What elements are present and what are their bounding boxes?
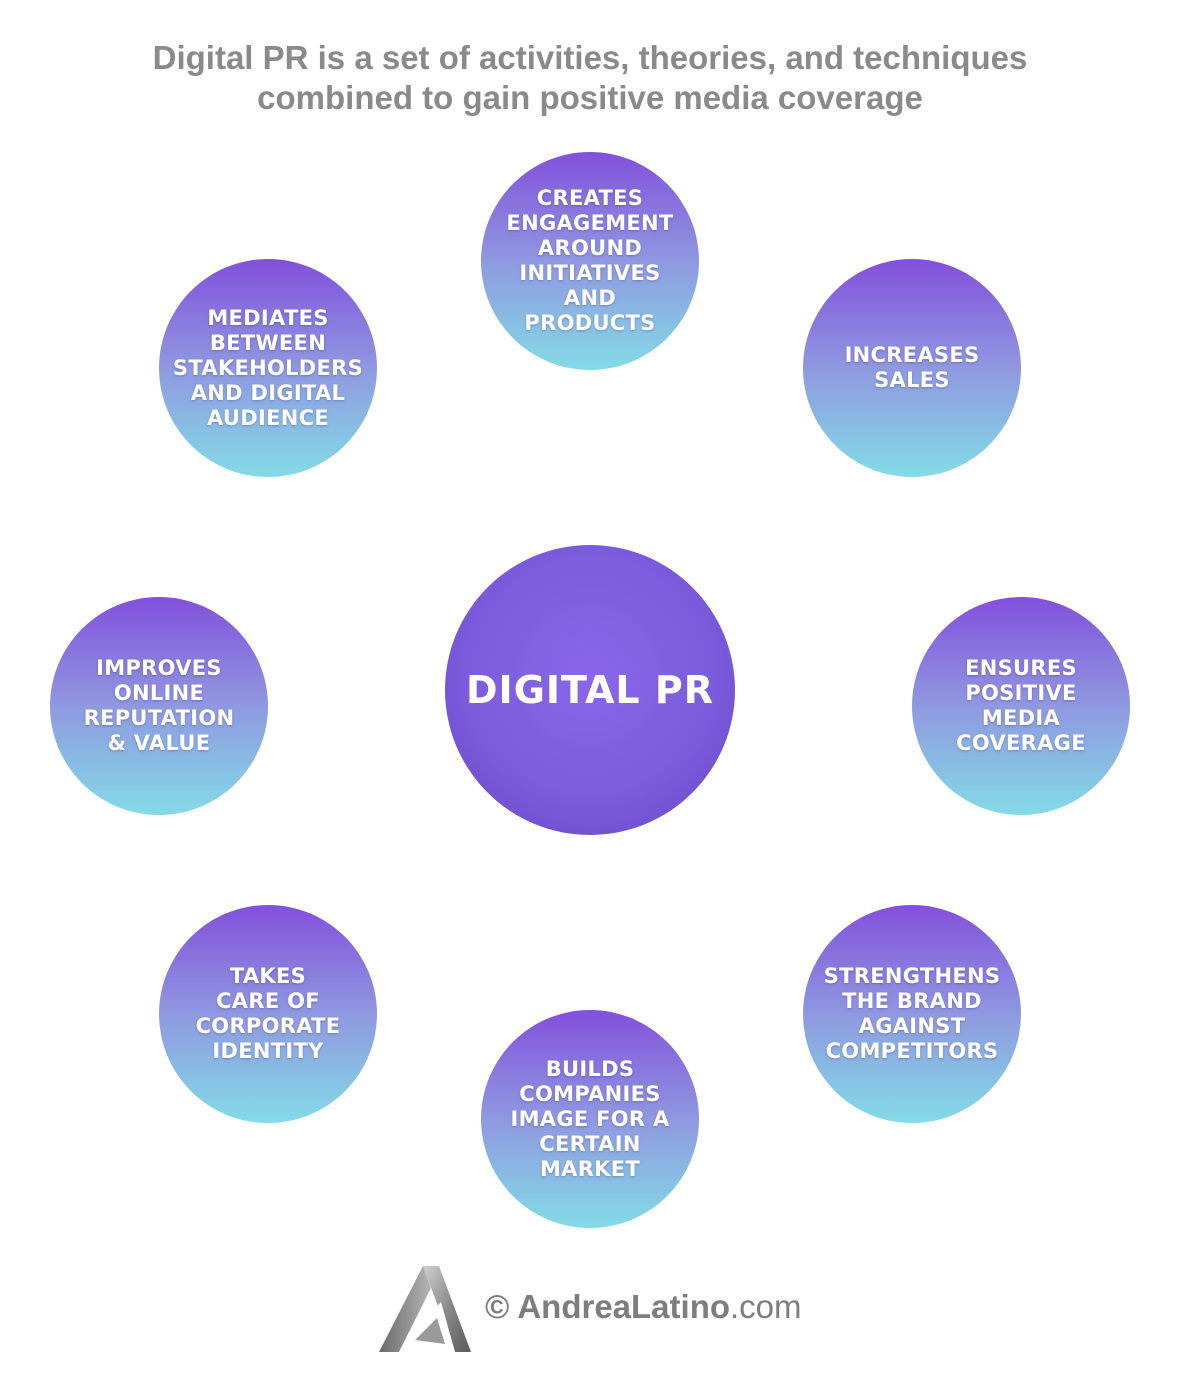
node-line: AUDIENCE (207, 405, 329, 430)
brand-domain: .com (730, 1288, 802, 1325)
node-line: ENGAGEMENT (506, 211, 674, 235)
node-line: COMPANIES (519, 1081, 661, 1106)
node-increases-sales: INCREASES SALES (803, 259, 1021, 477)
node-line: AND DIGITAL (190, 380, 346, 405)
brand-name: AndreaLatino (517, 1288, 731, 1325)
node-label: BUILDS COMPANIES IMAGE FOR A CERTAIN MAR… (502, 1057, 677, 1182)
node-line: STAKEHOLDERS (172, 355, 364, 380)
credit-text: ©AndreaLatino.com (485, 1288, 802, 1326)
node-line: CORPORATE (195, 1014, 341, 1038)
title-line-2: combined to gain positive media coverage (257, 79, 923, 116)
copyright-symbol: © (485, 1288, 510, 1325)
center-label: DIGITAL PR (466, 668, 714, 712)
node-line: MEDIATES (207, 305, 329, 330)
node-line: CERTAIN (539, 1131, 641, 1156)
node-line: COMPETITORS (825, 1039, 999, 1063)
node-ensures-coverage: ENSURES POSITIVE MEDIA COVERAGE (912, 597, 1130, 815)
node-line: POSITIVE (965, 681, 1077, 705)
node-line: IDENTITY (212, 1039, 324, 1063)
node-line: MEDIA (981, 706, 1061, 730)
node-line: CARE OF (216, 989, 320, 1013)
node-label: ENSURES POSITIVE MEDIA COVERAGE (948, 656, 1094, 756)
center-node: DIGITAL PR (445, 545, 735, 835)
footer-credit: ©AndreaLatino.com (375, 1262, 815, 1356)
triangle-logo-icon (379, 1266, 471, 1352)
node-line: AROUND (537, 236, 643, 260)
node-label: IMPROVES ONLINE REPUTATION & VALUE (76, 656, 243, 756)
node-line: IMAGE FOR A (510, 1106, 670, 1131)
page-title: Digital PR is a set of activities, theor… (40, 38, 1140, 118)
node-line: IMPROVES (96, 656, 222, 680)
node-label: MEDIATES BETWEEN STAKEHOLDERS AND DIGITA… (165, 306, 371, 431)
node-line: INITIATIVES (519, 261, 661, 285)
node-line: COVERAGE (956, 731, 1086, 755)
node-line: MARKET (539, 1156, 641, 1181)
node-builds-image: BUILDS COMPANIES IMAGE FOR A CERTAIN MAR… (481, 1010, 699, 1228)
node-creates-engagement: CREATES ENGAGEMENT AROUND INITIATIVES AN… (481, 152, 699, 370)
node-line: CREATES (536, 186, 644, 210)
node-label: STRENGTHENS THE BRAND AGAINST COMPETITOR… (816, 964, 1009, 1064)
node-line: PRODUCTS (524, 311, 656, 335)
node-line: ENSURES (965, 656, 1077, 680)
node-label: TAKES CARE OF CORPORATE IDENTITY (188, 964, 349, 1064)
node-label: CREATES ENGAGEMENT AROUND INITIATIVES AN… (498, 186, 681, 336)
node-corporate-identity: TAKES CARE OF CORPORATE IDENTITY (159, 905, 377, 1123)
node-line: REPUTATION (83, 706, 235, 730)
node-mediates-stakeholders: MEDIATES BETWEEN STAKEHOLDERS AND DIGITA… (159, 259, 377, 477)
title-line-1: Digital PR is a set of activities, theor… (152, 39, 1028, 76)
node-line: BETWEEN (209, 330, 327, 355)
node-line: & VALUE (107, 731, 211, 755)
node-line: AGAINST (858, 1014, 966, 1038)
node-label: INCREASES SALES (837, 343, 988, 393)
node-line: BUILDS (545, 1056, 635, 1081)
node-line: SALES (874, 368, 950, 392)
node-line: STRENGTHENS (823, 964, 1001, 988)
node-line: TAKES (229, 964, 307, 988)
node-line: INCREASES (844, 343, 980, 367)
node-strengthens-brand: STRENGTHENS THE BRAND AGAINST COMPETITOR… (803, 905, 1021, 1123)
node-online-reputation: IMPROVES ONLINE REPUTATION & VALUE (50, 597, 268, 815)
node-line: AND (563, 286, 617, 310)
node-line: ONLINE (113, 681, 205, 705)
node-line: THE BRAND (842, 989, 982, 1013)
